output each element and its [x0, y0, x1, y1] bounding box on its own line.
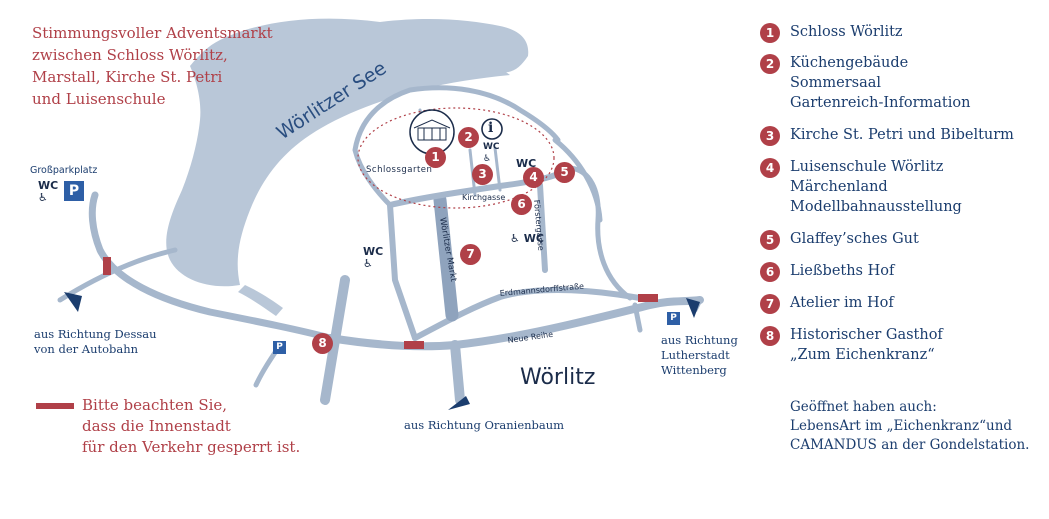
direction-arrow-wittenberg [686, 298, 700, 318]
street-label-kirchgasse: Kirchgasse [462, 193, 505, 202]
closure-legend-bar [36, 403, 74, 409]
legend-number: 2 [760, 54, 780, 74]
wc-label: WC♿ [483, 142, 500, 164]
legend-item[interactable]: 5 Glaffey’sches Gut [760, 229, 1045, 250]
legend-item[interactable]: 3 Kirche St. Petri und Bibelturm [760, 125, 1045, 146]
legend-number: 1 [760, 23, 780, 43]
parking-icon-grossparkplatz: P [64, 181, 84, 201]
lake-shape [166, 18, 510, 287]
wc-label: ♿ WC [510, 232, 544, 245]
street-label-erdmanns: Erdmannsdorffstraße [499, 282, 584, 298]
legend-list: 1 Schloss Wörlitz 2 Küchengebäude Sommer… [760, 22, 1045, 375]
legend-number: 6 [760, 262, 780, 282]
map-marker-4[interactable]: 4 [523, 167, 544, 188]
also-open-note: Geöffnet haben auch: LebensArt im „Eiche… [790, 399, 1030, 453]
legend-item[interactable]: 6 Ließbeths Hof [760, 261, 1045, 282]
legend-item[interactable]: 4 Luisenschule Wörlitz Märchenland Model… [760, 157, 1045, 217]
closure-bar-west [103, 257, 111, 275]
town-label: Wörlitz [520, 365, 595, 390]
legend-number: 3 [760, 126, 780, 146]
map-marker-8[interactable]: 8 [312, 333, 333, 354]
legend-item[interactable]: 8 Historischer Gasthof „Zum Eichenkranz“ [760, 325, 1045, 365]
map-marker-7[interactable]: 7 [460, 244, 481, 265]
parking-icon-east: P [667, 312, 680, 325]
direction-label-wittenberg: aus Richtung Lutherstadt Wittenberg [661, 333, 738, 377]
map-marker-3[interactable]: 3 [472, 164, 493, 185]
info-icon [481, 118, 503, 140]
legend-item[interactable]: 7 Atelier im Hof [760, 293, 1045, 314]
direction-arrow-dessau [64, 292, 82, 312]
legend-item[interactable]: 1 Schloss Wörlitz [760, 22, 1045, 43]
map-marker-1[interactable]: 1 [425, 147, 446, 168]
direction-label-oranienbaum: aus Richtung Oranienbaum [404, 418, 565, 432]
schlossgarten-label: Schlossgarten [366, 165, 432, 175]
grossparkplatz-label: Großparkplatz [30, 165, 98, 176]
market-area-outline [357, 107, 555, 209]
wc-label: WC♿ [363, 245, 384, 270]
legend-number: 4 [760, 158, 780, 178]
direction-arrow-oranienbaum [448, 396, 470, 410]
lake-shape-2 [380, 19, 529, 73]
street-label-neue-reihe: Neue Reihe [507, 330, 554, 345]
legend-item[interactable]: 2 Küchengebäude Sommersaal Gartenreich-I… [760, 53, 1045, 113]
map-marker-5[interactable]: 5 [554, 162, 575, 183]
info-glyph: i [488, 120, 494, 136]
street-label-foerstergasse: Förstergasse [532, 199, 545, 251]
map-marker-2[interactable]: 2 [458, 127, 479, 148]
traffic-notice: Bitte beachten Sie, dass die Innenstadt … [36, 395, 300, 458]
parking-icon-south: P [273, 341, 286, 354]
channel-shape [238, 285, 283, 316]
legend-number: 8 [760, 326, 780, 346]
legend-number: 5 [760, 230, 780, 250]
closure-bar-south [404, 341, 424, 349]
wc-label: WC [516, 157, 537, 170]
road-network [57, 85, 704, 405]
wc-label: WC♿ [38, 179, 59, 204]
direction-label-dessau: aus Richtung Dessau von der Autobahn [34, 327, 157, 356]
map-marker-6[interactable]: 6 [511, 194, 532, 215]
intro-title: Stimmungsvoller Adventsmarkt zwischen Sc… [32, 24, 273, 108]
legend-number: 7 [760, 294, 780, 314]
closure-bar-east [638, 294, 658, 302]
